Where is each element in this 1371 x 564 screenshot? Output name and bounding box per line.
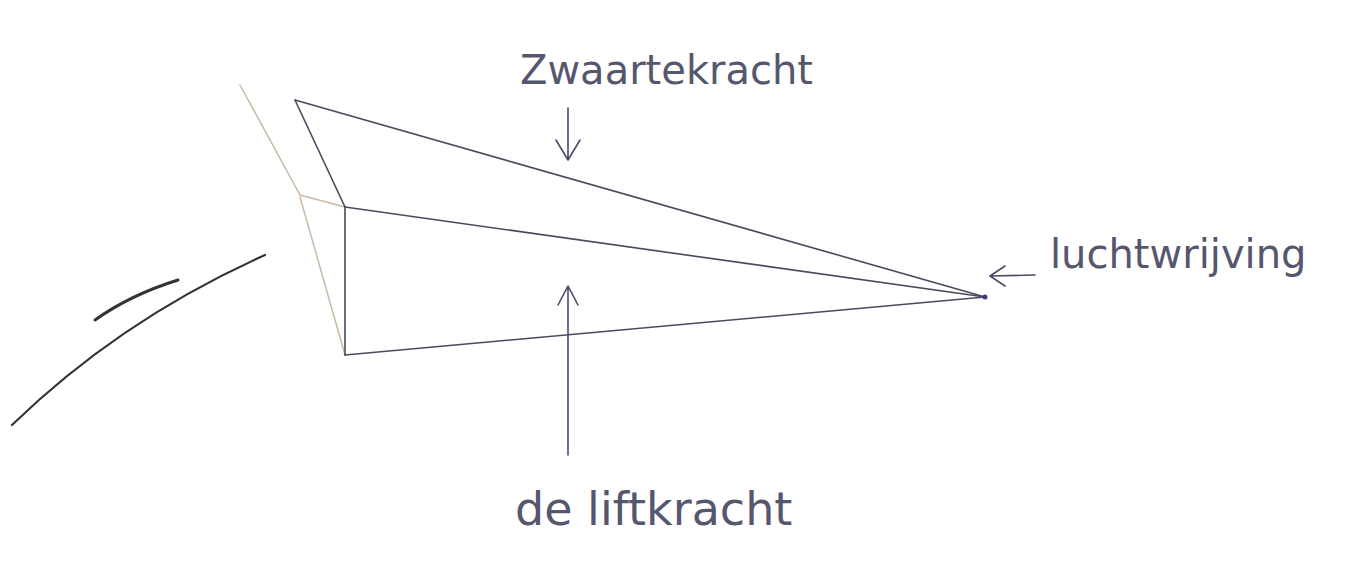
force-label: de liftkracht — [515, 484, 792, 535]
drag-arrow — [990, 266, 1035, 286]
motion-line — [95, 280, 178, 320]
force-label: luchtwrijving — [1050, 232, 1306, 276]
body-edge — [345, 297, 985, 355]
pencil-line — [300, 197, 345, 355]
body-edge — [344, 207, 346, 355]
force-label: Zwaartekracht — [520, 48, 813, 92]
pencil-line — [240, 85, 345, 207]
lift-arrow — [558, 286, 578, 455]
wing-edge — [295, 100, 985, 297]
fold-line — [345, 207, 985, 297]
nose-dot — [983, 295, 988, 300]
gravity-arrow — [556, 108, 580, 160]
wing-edge — [295, 100, 345, 207]
motion-line — [12, 255, 265, 425]
